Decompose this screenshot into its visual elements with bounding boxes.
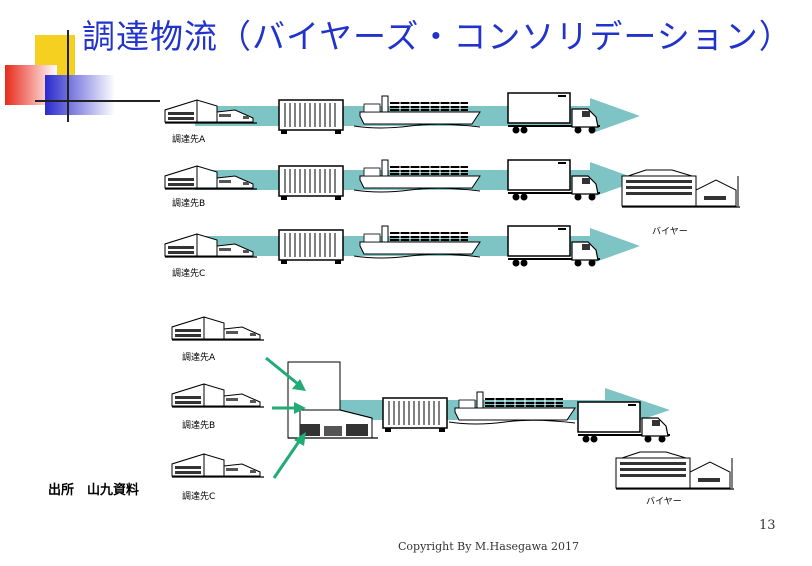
supplier-label-c: 調達先C xyxy=(172,269,206,279)
ship-icon xyxy=(353,95,481,129)
deco-blue-square xyxy=(45,75,115,115)
supplier-warehouse-icon xyxy=(171,316,265,341)
supplier-warehouse-icon xyxy=(171,383,265,408)
ship-icon xyxy=(353,225,481,259)
top-flow-row-a xyxy=(164,92,640,135)
supplier-label-a: 調達先A xyxy=(172,135,206,145)
slide-title: 調達物流（バイヤーズ・コンソリデーション） xyxy=(82,17,793,56)
container-icon xyxy=(278,99,344,135)
buyer-building-icon xyxy=(621,169,741,208)
consolidation-center-icon xyxy=(287,361,378,439)
truck-icon xyxy=(507,159,601,202)
truck-icon xyxy=(507,92,601,135)
buyer-label: バイヤー xyxy=(646,497,682,507)
deco-horizontal-line xyxy=(35,100,160,102)
supplier-warehouse-icon xyxy=(171,453,265,478)
container-icon xyxy=(382,397,448,433)
buyer-label: バイヤー xyxy=(652,227,688,237)
supplier-label-b: 調達先B xyxy=(182,421,216,431)
page-number: 13 xyxy=(759,518,776,533)
supplier-label-a: 調達先A xyxy=(182,353,216,363)
top-flow-row-b xyxy=(164,159,640,202)
supplier-label-c: 調達先C xyxy=(182,492,216,502)
truck-icon xyxy=(507,225,601,268)
copyright-footer: Copyright By M.Hasegawa 2017 xyxy=(398,540,580,553)
deco-vertical-line xyxy=(67,30,69,122)
green-arrows xyxy=(265,356,306,479)
source-note: 出所 山九資料 xyxy=(48,483,140,498)
supplier-label-b: 調達先B xyxy=(172,199,206,209)
container-icon xyxy=(278,165,344,201)
ship-icon xyxy=(353,159,481,193)
ship-icon xyxy=(448,391,576,425)
container-icon xyxy=(278,229,344,265)
buyer-building-icon xyxy=(615,451,735,490)
top-flow-row-c xyxy=(164,225,640,268)
